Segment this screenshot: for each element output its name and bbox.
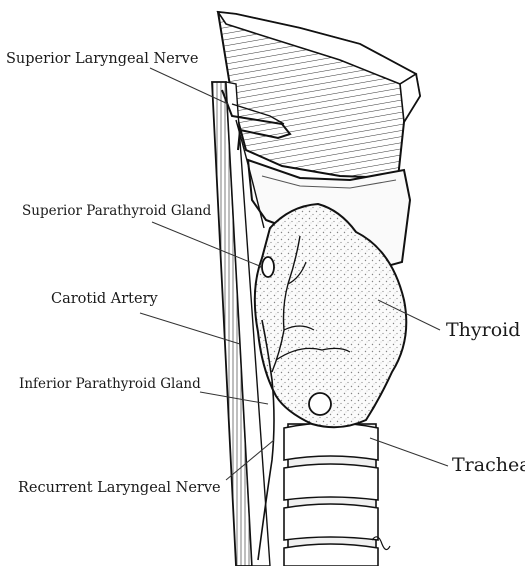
leader-trachea bbox=[370, 438, 448, 466]
superior-parathyroid-gland bbox=[262, 257, 274, 277]
trachea bbox=[284, 423, 390, 566]
thyroid-cartilage bbox=[218, 12, 420, 178]
inferior-parathyroid-gland bbox=[309, 393, 331, 415]
label-carotid-artery: Carotid Artery bbox=[51, 292, 158, 307]
label-superior-parathyroid-gland: Superior Parathyroid Gland bbox=[22, 205, 211, 219]
label-trachea: Trachea bbox=[452, 456, 525, 475]
label-superior-laryngeal-nerve: Superior Laryngeal Nerve bbox=[6, 52, 198, 67]
label-thyroid: Thyroid bbox=[446, 321, 520, 340]
label-recurrent-laryngeal-nerve: Recurrent Laryngeal Nerve bbox=[18, 481, 221, 496]
label-inferior-parathyroid-gland: Inferior Parathyroid Gland bbox=[19, 378, 201, 392]
